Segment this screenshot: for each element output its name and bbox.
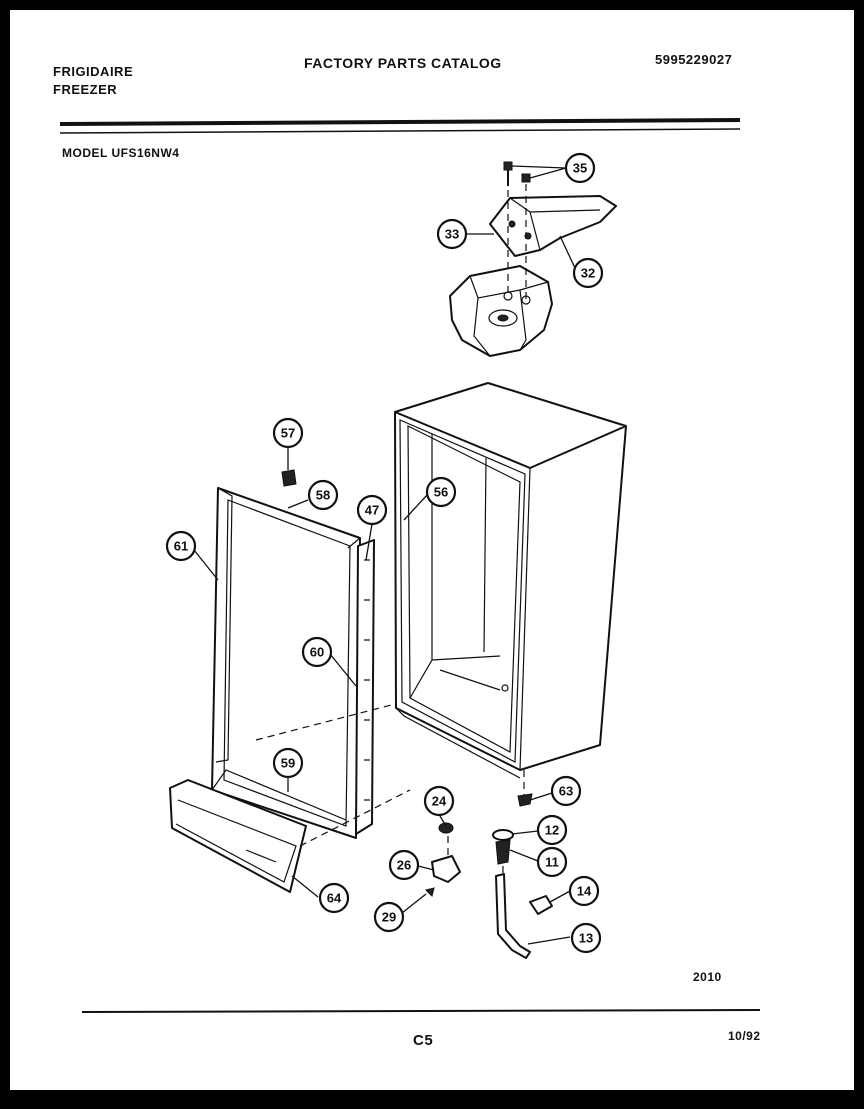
revision-date: 10/92	[728, 1029, 761, 1043]
catalog-number: 5995229027	[655, 52, 733, 67]
header-rule	[59, 118, 741, 134]
callout-61: 61	[165, 530, 197, 562]
callout-33: 33	[436, 218, 468, 250]
mounting-bracket	[489, 195, 617, 257]
callout-63: 63	[550, 775, 582, 807]
svg-text:63: 63	[559, 784, 573, 799]
page-code: C5	[413, 1032, 434, 1049]
door-panel-edge	[355, 539, 375, 835]
callout-24: 24	[423, 785, 455, 817]
callout-13: 13	[570, 922, 602, 954]
svg-text:47: 47	[365, 503, 379, 518]
svg-text:33: 33	[445, 227, 459, 242]
svg-text:56: 56	[434, 485, 448, 500]
product-type: FREEZER	[53, 82, 118, 97]
svg-text:35: 35	[573, 161, 587, 176]
svg-text:32: 32	[581, 266, 595, 281]
callout-26: 26	[388, 849, 420, 881]
catalog-title: FACTORY PARTS CATALOG	[304, 55, 502, 71]
model-number: MODEL UFS16NW4	[62, 146, 180, 160]
drain-valve	[492, 829, 531, 959]
callout-29: 29	[373, 901, 405, 933]
compressor-assembly	[449, 265, 553, 357]
svg-text:57: 57	[281, 426, 295, 441]
callout-64: 64	[318, 882, 350, 914]
svg-text:60: 60	[310, 645, 324, 660]
svg-text:64: 64	[327, 891, 342, 906]
leveling-leg	[517, 793, 533, 807]
callout-14: 14	[568, 875, 600, 907]
callout-58: 58	[307, 479, 339, 511]
callout-12: 12	[536, 814, 568, 846]
svg-text:29: 29	[382, 910, 396, 925]
svg-text:26: 26	[397, 858, 411, 873]
svg-text:11: 11	[545, 855, 559, 870]
callout-56: 56	[425, 476, 457, 508]
svg-text:13: 13	[579, 931, 593, 946]
hinge-parts	[425, 822, 461, 897]
svg-text:58: 58	[316, 488, 330, 503]
callout-32: 32	[572, 257, 604, 289]
drain-clip	[529, 895, 553, 915]
cabinet-liner	[394, 382, 627, 779]
door-gasket	[211, 487, 361, 839]
callout-35: 35	[564, 152, 596, 184]
leader-lines	[193, 165, 576, 945]
callout-47: 47	[356, 494, 388, 526]
brand-name: FRIGIDAIRE	[53, 64, 134, 79]
figure-number: 2010	[693, 970, 722, 984]
footer-rule	[81, 1009, 761, 1013]
svg-text:59: 59	[281, 756, 295, 771]
callout-59: 59	[272, 747, 304, 779]
bracket-screws	[503, 161, 531, 305]
door-stop	[281, 469, 297, 487]
svg-text:24: 24	[432, 794, 447, 809]
svg-text:14: 14	[577, 884, 592, 899]
callout-11: 11	[536, 846, 568, 878]
callout-57: 57	[272, 417, 304, 449]
svg-text:61: 61	[174, 539, 188, 554]
svg-text:12: 12	[545, 823, 559, 838]
callout-60: 60	[301, 636, 333, 668]
grille-kick-plate	[169, 779, 307, 893]
